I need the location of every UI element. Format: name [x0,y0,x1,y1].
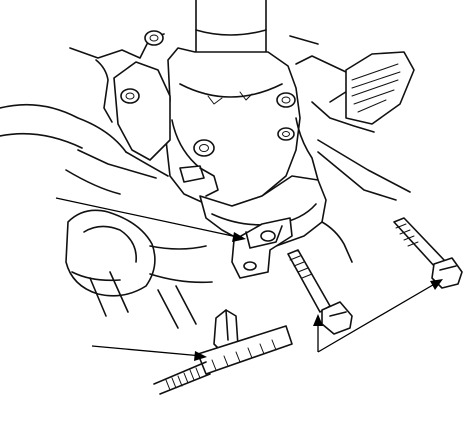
housing-bolt-top-left [144,30,164,46]
lower-mount-housing [199,175,353,263]
callout-arrow-bolts [313,279,443,353]
callout-arrow-clip [91,345,207,361]
housing-bolt-left [120,88,140,104]
exhaust-rubber-mount [65,209,213,297]
rack-clip [197,309,293,375]
frame-left-bracket [0,33,171,195]
lower-rack-tube [89,271,197,329]
housing-bolt-center [193,139,215,157]
upper-right-body-panel [289,35,415,201]
callout-arrow-bracket [55,197,246,242]
threaded-cable [153,361,211,395]
mounting-bolt-short [287,249,353,335]
mounting-bolt-long [393,217,463,289]
mounting-bracket [231,217,293,279]
housing-stud-center [179,165,219,197]
housing-bolt-right [277,127,295,141]
housing-bolt-upper-right [276,92,296,108]
